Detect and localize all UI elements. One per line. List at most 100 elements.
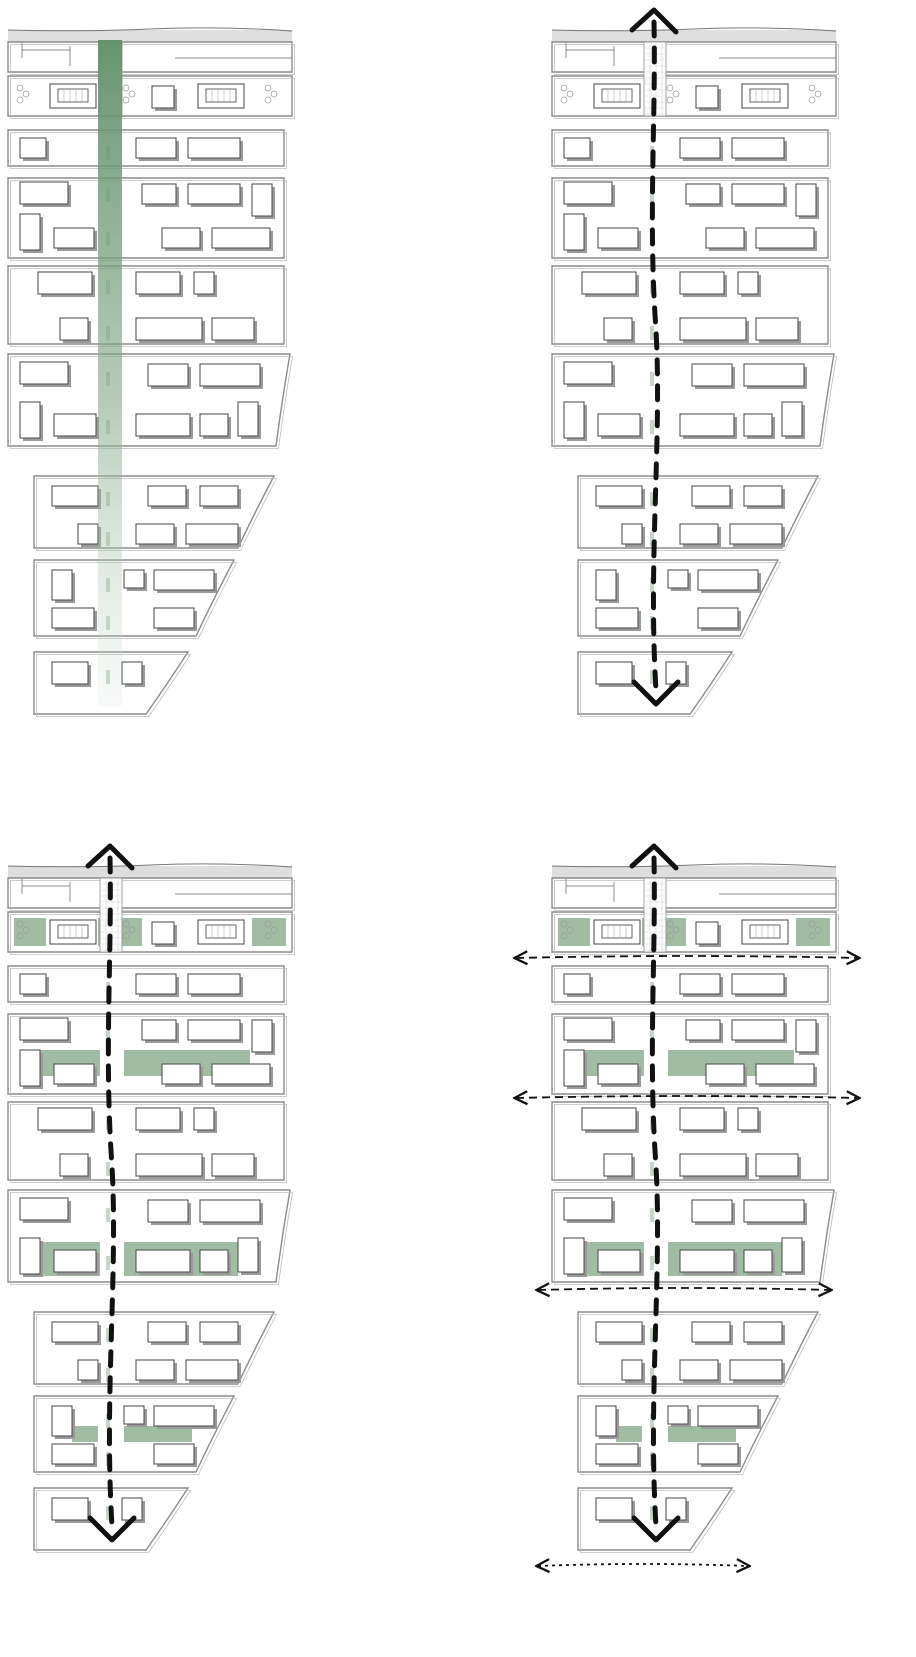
plan-group — [7, 843, 295, 1553]
tree-symbol — [672, 90, 680, 98]
tree-symbol — [16, 84, 24, 92]
building-block — [251, 1019, 275, 1055]
building-block — [19, 181, 71, 207]
building-block — [679, 317, 749, 343]
building-roof — [731, 183, 785, 205]
building-block — [595, 661, 635, 687]
building-block — [563, 137, 593, 161]
building-roof — [19, 213, 41, 251]
courtyard-inner — [749, 924, 781, 939]
tree-cluster — [264, 84, 278, 104]
building-block — [667, 1405, 691, 1427]
parcel-outline-offset — [554, 880, 839, 911]
building-block — [665, 1497, 689, 1523]
building-roof — [595, 1321, 643, 1343]
building-roof — [729, 523, 783, 545]
courtyard-building — [49, 83, 97, 109]
tree-symbol — [808, 920, 816, 928]
building-block — [193, 271, 217, 297]
path-marker — [106, 1024, 110, 1038]
courtyard-outline — [197, 83, 245, 109]
building-block — [199, 363, 263, 389]
building-block — [695, 921, 721, 947]
tree-symbol — [122, 920, 130, 928]
path-marker — [650, 188, 654, 202]
building-block — [581, 1107, 639, 1133]
main-axis-arrow — [629, 843, 681, 1543]
parcel-outline-offset — [554, 132, 831, 169]
building-roof — [697, 569, 759, 591]
courtyard-inner — [57, 88, 89, 103]
building-block — [187, 137, 243, 161]
building-block — [691, 363, 735, 389]
building-roof — [237, 401, 259, 437]
building-block — [685, 1019, 723, 1043]
building-block — [679, 1153, 749, 1179]
building-block — [705, 227, 747, 251]
building-roof — [153, 1443, 195, 1465]
building-block — [19, 1237, 43, 1277]
building-block — [77, 1359, 101, 1383]
parcel-outline-offset — [554, 968, 831, 1005]
building-block — [755, 1063, 817, 1087]
parcel-outline-offset — [36, 1490, 192, 1553]
tree-symbol — [22, 90, 30, 98]
courtyard-inner — [601, 924, 633, 939]
building-block — [621, 1359, 645, 1383]
path-marker — [650, 1256, 654, 1270]
building-roof — [135, 1153, 203, 1177]
plan-group — [551, 7, 839, 717]
building-block — [563, 361, 615, 387]
building-roof — [147, 1199, 189, 1223]
green-space — [616, 1426, 642, 1442]
building-roof — [597, 1063, 639, 1085]
building-roof — [737, 271, 759, 295]
parcel-outline-offset — [36, 1398, 238, 1475]
building-roof — [691, 485, 731, 507]
path-marker — [650, 1506, 654, 1520]
parcel-outline — [551, 877, 837, 909]
building-roof — [743, 1321, 783, 1343]
building-block — [59, 317, 91, 343]
tree-cluster — [122, 920, 136, 940]
building-roof — [781, 1237, 803, 1273]
building-roof — [37, 271, 93, 295]
building-block — [563, 1049, 587, 1089]
building-roof — [679, 271, 725, 295]
building-block — [51, 1405, 75, 1439]
building-roof — [731, 973, 785, 995]
building-block — [199, 1321, 241, 1345]
building-block — [679, 413, 737, 439]
building-roof — [603, 317, 633, 341]
building-block — [691, 1321, 733, 1345]
building-block — [563, 1237, 587, 1277]
parcel-outline-offset — [36, 478, 278, 551]
building-roof — [667, 1405, 689, 1425]
building-roof — [199, 413, 229, 437]
panel-green-axis — [7, 27, 295, 717]
building-roof — [581, 271, 637, 295]
building-roof — [691, 363, 733, 387]
tree-symbol — [566, 90, 574, 98]
building-roof — [211, 1153, 255, 1177]
building-roof — [161, 227, 201, 249]
building-roof — [211, 1063, 271, 1085]
building-roof — [691, 1199, 733, 1223]
building-block — [51, 1443, 97, 1467]
building-roof — [755, 227, 815, 249]
building-block — [781, 401, 805, 439]
building-block — [237, 1237, 261, 1275]
arrowhead-down — [631, 679, 681, 707]
tree-symbol — [560, 932, 568, 940]
building-roof — [731, 1019, 785, 1041]
building-block — [743, 485, 785, 509]
building-roof — [743, 363, 805, 387]
building-block — [679, 1249, 737, 1275]
tree-symbol — [666, 932, 674, 940]
courtyard-outline — [593, 919, 641, 945]
tree-symbol — [22, 926, 30, 934]
building-block — [691, 1199, 735, 1225]
tree-symbol — [270, 926, 278, 934]
tree-symbol — [16, 920, 24, 928]
arrowhead-up — [629, 7, 679, 35]
